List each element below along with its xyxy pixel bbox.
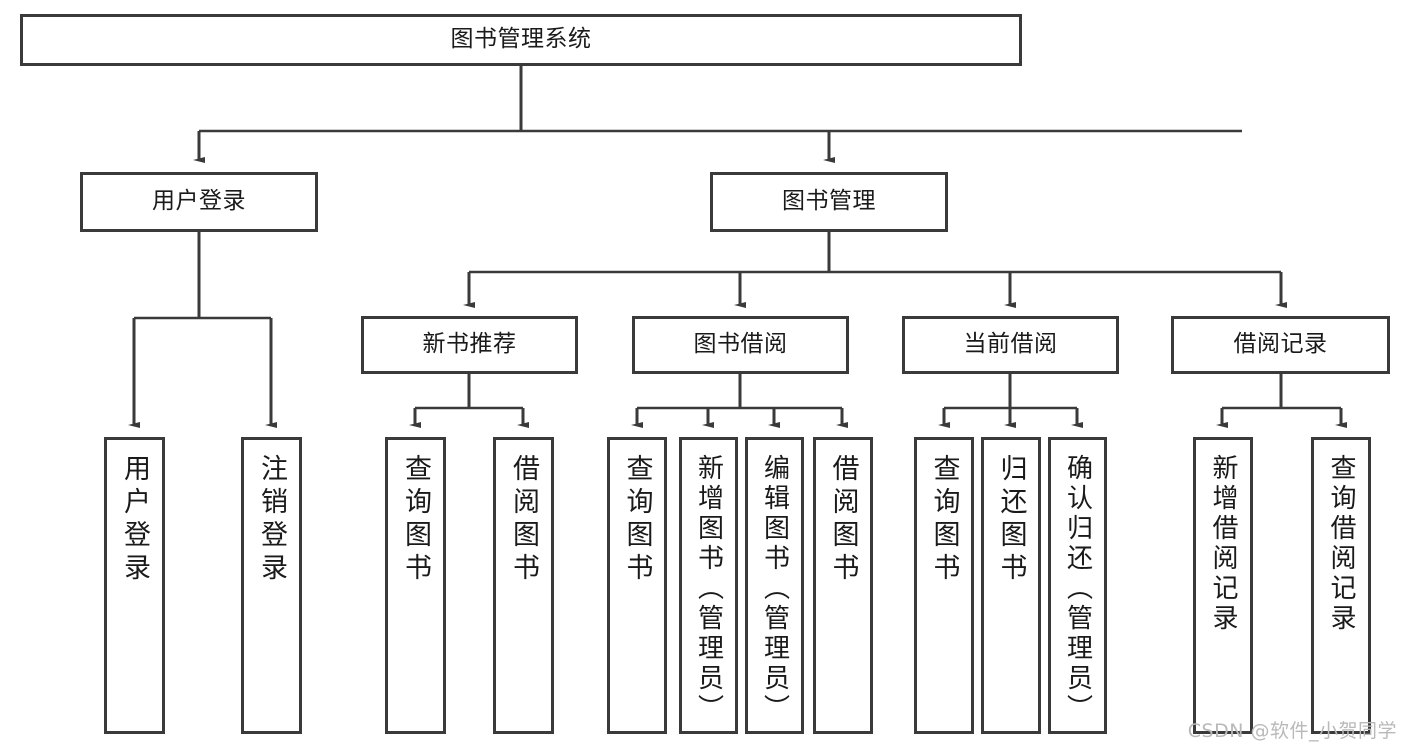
node-label: 编辑图书（管理员） <box>759 454 790 724</box>
node-label: 借阅图书 <box>508 454 539 586</box>
node-label: 图书借阅 <box>693 331 788 358</box>
node-label: 当前借阅 <box>963 331 1058 358</box>
leaf-user-login[interactable]: 用户登录 <box>104 437 165 734</box>
leaf-logout[interactable]: 注销登录 <box>241 437 302 734</box>
leaf-current-confirm-return-admin[interactable]: 确认归还（管理员） <box>1048 437 1107 734</box>
node-label: 确认归还（管理员） <box>1062 454 1093 724</box>
leaf-records-add-record[interactable]: 新增借阅记录 <box>1193 437 1253 734</box>
node-label: 借阅图书 <box>827 454 859 586</box>
node-label: 查询借阅记录 <box>1326 454 1356 634</box>
leaf-borrow-add-book-admin[interactable]: 新增图书（管理员） <box>679 437 738 734</box>
node-label: 借阅记录 <box>1233 331 1328 358</box>
node-book-management[interactable]: 图书管理 <box>710 172 948 232</box>
node-label: 用户登录 <box>152 188 246 215</box>
node-label: 查询图书 <box>928 454 960 586</box>
node-label: 归还图书 <box>995 454 1027 586</box>
node-label: 新书推荐 <box>422 331 517 358</box>
node-book-borrow[interactable]: 图书借阅 <box>632 316 849 374</box>
node-label: 新增图书（管理员） <box>693 454 724 724</box>
leaf-current-return-book[interactable]: 归还图书 <box>981 437 1041 734</box>
node-label: 图书管理系统 <box>450 26 592 53</box>
node-label: 查询图书 <box>400 454 431 586</box>
leaf-current-query-book[interactable]: 查询图书 <box>914 437 974 734</box>
leaf-records-query-record[interactable]: 查询借阅记录 <box>1311 437 1371 734</box>
node-borrow-records[interactable]: 借阅记录 <box>1171 316 1390 374</box>
leaf-recommend-borrow-book[interactable]: 借阅图书 <box>493 437 554 734</box>
leaf-borrow-borrow-book[interactable]: 借阅图书 <box>813 437 873 734</box>
node-label: 图书管理 <box>782 188 876 215</box>
leaf-borrow-edit-book-admin[interactable]: 编辑图书（管理员） <box>745 437 804 734</box>
node-label: 查询图书 <box>621 454 653 586</box>
node-label: 注销登录 <box>256 454 287 586</box>
leaf-borrow-query-book[interactable]: 查询图书 <box>607 437 667 734</box>
node-current-borrow[interactable]: 当前借阅 <box>902 316 1119 374</box>
watermark: CSDN @软件_小贺同学 <box>1187 720 1397 742</box>
leaf-recommend-query-book[interactable]: 查询图书 <box>385 437 446 734</box>
node-new-book-recommend[interactable]: 新书推荐 <box>361 316 578 374</box>
node-label: 新增借阅记录 <box>1208 454 1238 634</box>
node-label: 用户登录 <box>119 454 150 586</box>
node-root-system[interactable]: 图书管理系统 <box>20 14 1022 66</box>
node-user-login[interactable]: 用户登录 <box>80 172 318 232</box>
